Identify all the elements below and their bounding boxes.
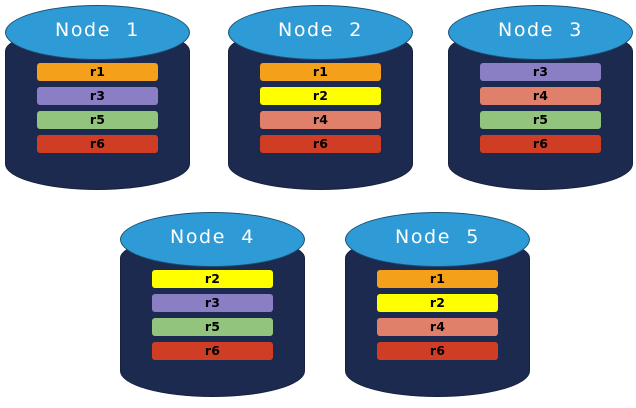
replica-bar[interactable]: r1 (260, 63, 381, 81)
replica-bar[interactable]: r4 (480, 87, 601, 105)
replica-bar[interactable]: r6 (152, 342, 273, 360)
cylinder-top-ellipse (120, 212, 305, 267)
replica-bar[interactable]: r5 (37, 111, 158, 129)
replica-bar[interactable]: r3 (152, 294, 273, 312)
replica-list: r3 r4 r5 r6 (480, 63, 601, 153)
replica-bar[interactable]: r6 (480, 135, 601, 153)
replica-bar[interactable]: r2 (377, 294, 498, 312)
cylinder-top-ellipse (228, 5, 413, 60)
cylinder-top-ellipse (345, 212, 530, 267)
replica-bar[interactable]: r1 (377, 270, 498, 288)
replica-bar[interactable]: r5 (480, 111, 601, 129)
replica-list: r2 r3 r5 r6 (152, 270, 273, 360)
replica-bar[interactable]: r5 (152, 318, 273, 336)
replica-bar[interactable]: r3 (480, 63, 601, 81)
replica-bar[interactable]: r6 (377, 342, 498, 360)
replica-bar[interactable]: r4 (377, 318, 498, 336)
replica-bar[interactable]: r2 (152, 270, 273, 288)
replica-bar[interactable]: r2 (260, 87, 381, 105)
replica-bar[interactable]: r3 (37, 87, 158, 105)
replica-list: r1 r3 r5 r6 (37, 63, 158, 153)
replica-list: r1 r2 r4 r6 (377, 270, 498, 360)
replica-bar[interactable]: r1 (37, 63, 158, 81)
replica-bar[interactable]: r4 (260, 111, 381, 129)
replica-bar[interactable]: r6 (260, 135, 381, 153)
cylinder-top-ellipse (5, 5, 190, 60)
replica-bar[interactable]: r6 (37, 135, 158, 153)
replica-list: r1 r2 r4 r6 (260, 63, 381, 153)
cylinder-top-ellipse (448, 5, 633, 60)
